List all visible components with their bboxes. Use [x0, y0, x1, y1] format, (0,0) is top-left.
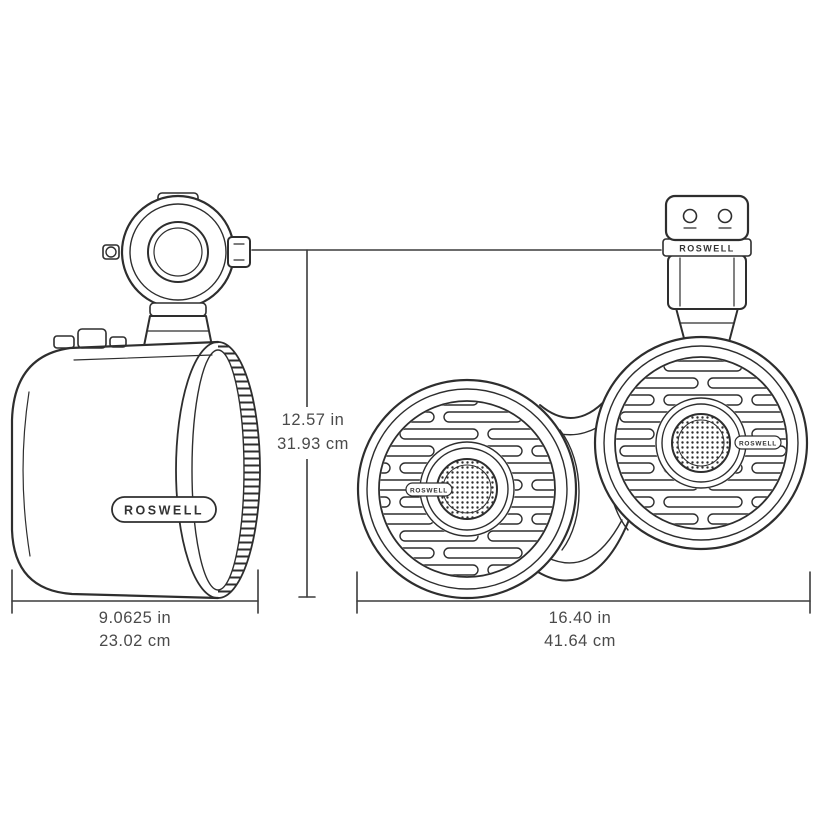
right-speaker-center-cap — [671, 413, 731, 473]
front-clamp: ROSWELL — [662, 194, 752, 343]
front-left-speaker: ROSWELL — [356, 378, 578, 600]
side-width-cm-label: 23.02 cm — [99, 632, 171, 650]
side-brand-label: ROSWELL — [124, 504, 204, 518]
clamp-bolt-icon — [682, 208, 698, 224]
front-width-dimension: 16.40 in 41.64 cm — [356, 571, 811, 650]
side-brand-badge: ROSWELL — [111, 496, 217, 523]
front-right-brand-label: ROSWELL — [739, 441, 777, 448]
side-clamp-screw-block — [227, 236, 251, 268]
side-clamp — [102, 192, 251, 347]
side-body-knob — [77, 328, 107, 349]
front-clamp-top-block — [664, 194, 750, 242]
clamp-brand-label: ROSWELL — [679, 244, 735, 254]
side-width-dimension: 9.0625 in 23.02 cm — [11, 569, 259, 650]
front-width-inches-label: 16.40 in — [549, 609, 612, 627]
height-cm-label: 31.93 cm — [277, 435, 349, 453]
side-grille-edge — [218, 342, 260, 598]
clamp-bolt-icon — [717, 208, 733, 224]
side-body-fill — [12, 342, 260, 598]
height-dimension: 12.57 in 31.93 cm — [251, 249, 662, 598]
side-body: ROSWELL — [10, 328, 261, 600]
height-label-backer — [271, 407, 355, 459]
front-left-brand-badge: ROSWELL — [405, 482, 453, 497]
front-right-brand-badge: ROSWELL — [734, 435, 782, 450]
front-view: ROSWELL ROSWELL — [356, 194, 809, 600]
side-clamp-bore — [147, 221, 209, 283]
side-width-inches-label: 9.0625 in — [99, 609, 171, 627]
height-inches-label: 12.57 in — [282, 411, 345, 429]
side-body-knob — [53, 335, 75, 349]
side-body-outline — [10, 340, 220, 600]
side-view: ROSWELL — [10, 192, 261, 600]
front-right-speaker: ROSWELL — [593, 335, 809, 551]
front-width-cm-label: 41.64 cm — [544, 632, 616, 650]
front-left-brand-label: ROSWELL — [410, 488, 448, 495]
